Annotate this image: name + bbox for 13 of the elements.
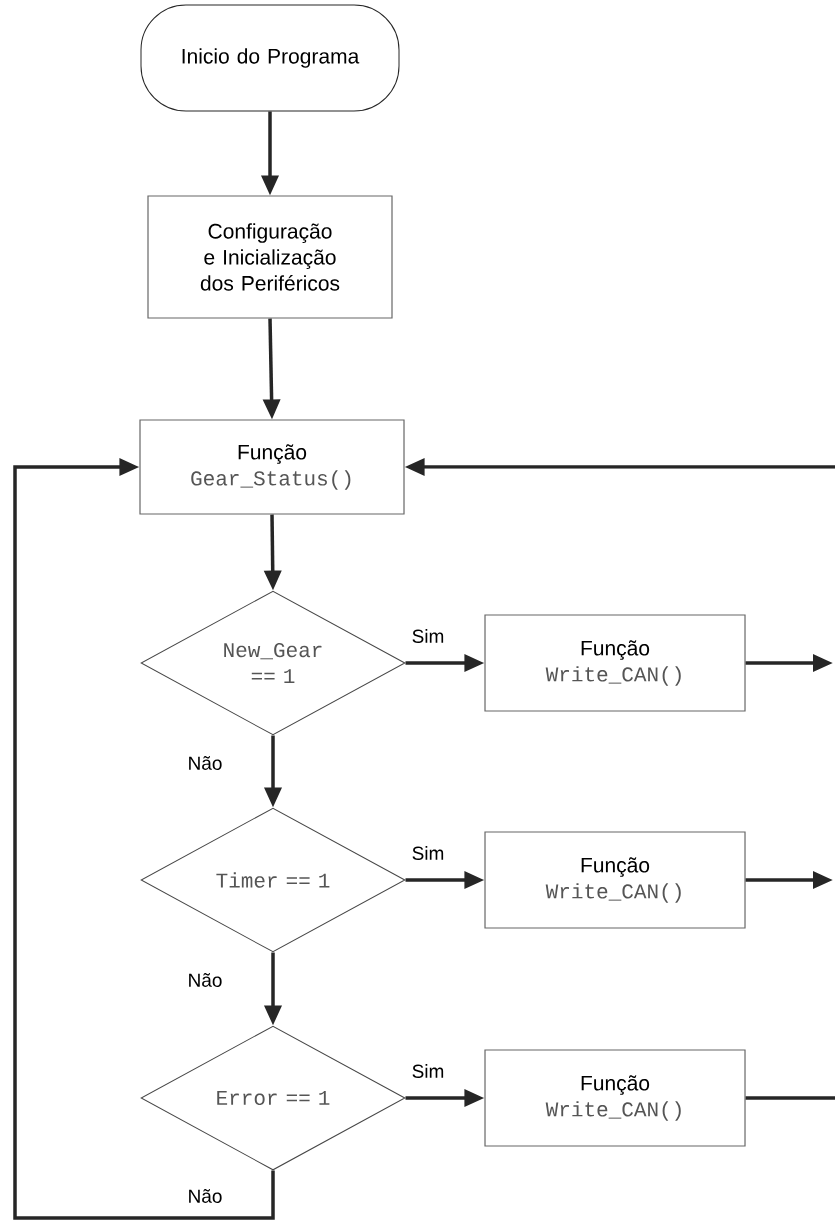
arrow [13, 458, 275, 1220]
edge-label: Não [186, 755, 224, 771]
process-box: Função Write_CAN() [484, 831, 746, 929]
process-box: Função Write_CAN() [484, 614, 746, 712]
process-box: Função Write_CAN() [484, 1049, 746, 1147]
terminal-box: Inicio do Programa [140, 4, 400, 112]
edge-label: Sim [410, 628, 446, 644]
edge-label: Sim [410, 1063, 446, 1079]
edge-label: Não [186, 1188, 224, 1204]
process-box: Configuração e Inicialização dos Periféricos [147, 195, 393, 319]
edge-label: Sim [410, 845, 446, 861]
process-box: Função Gear_Status() [139, 419, 405, 515]
edge-label: Não [186, 972, 224, 988]
